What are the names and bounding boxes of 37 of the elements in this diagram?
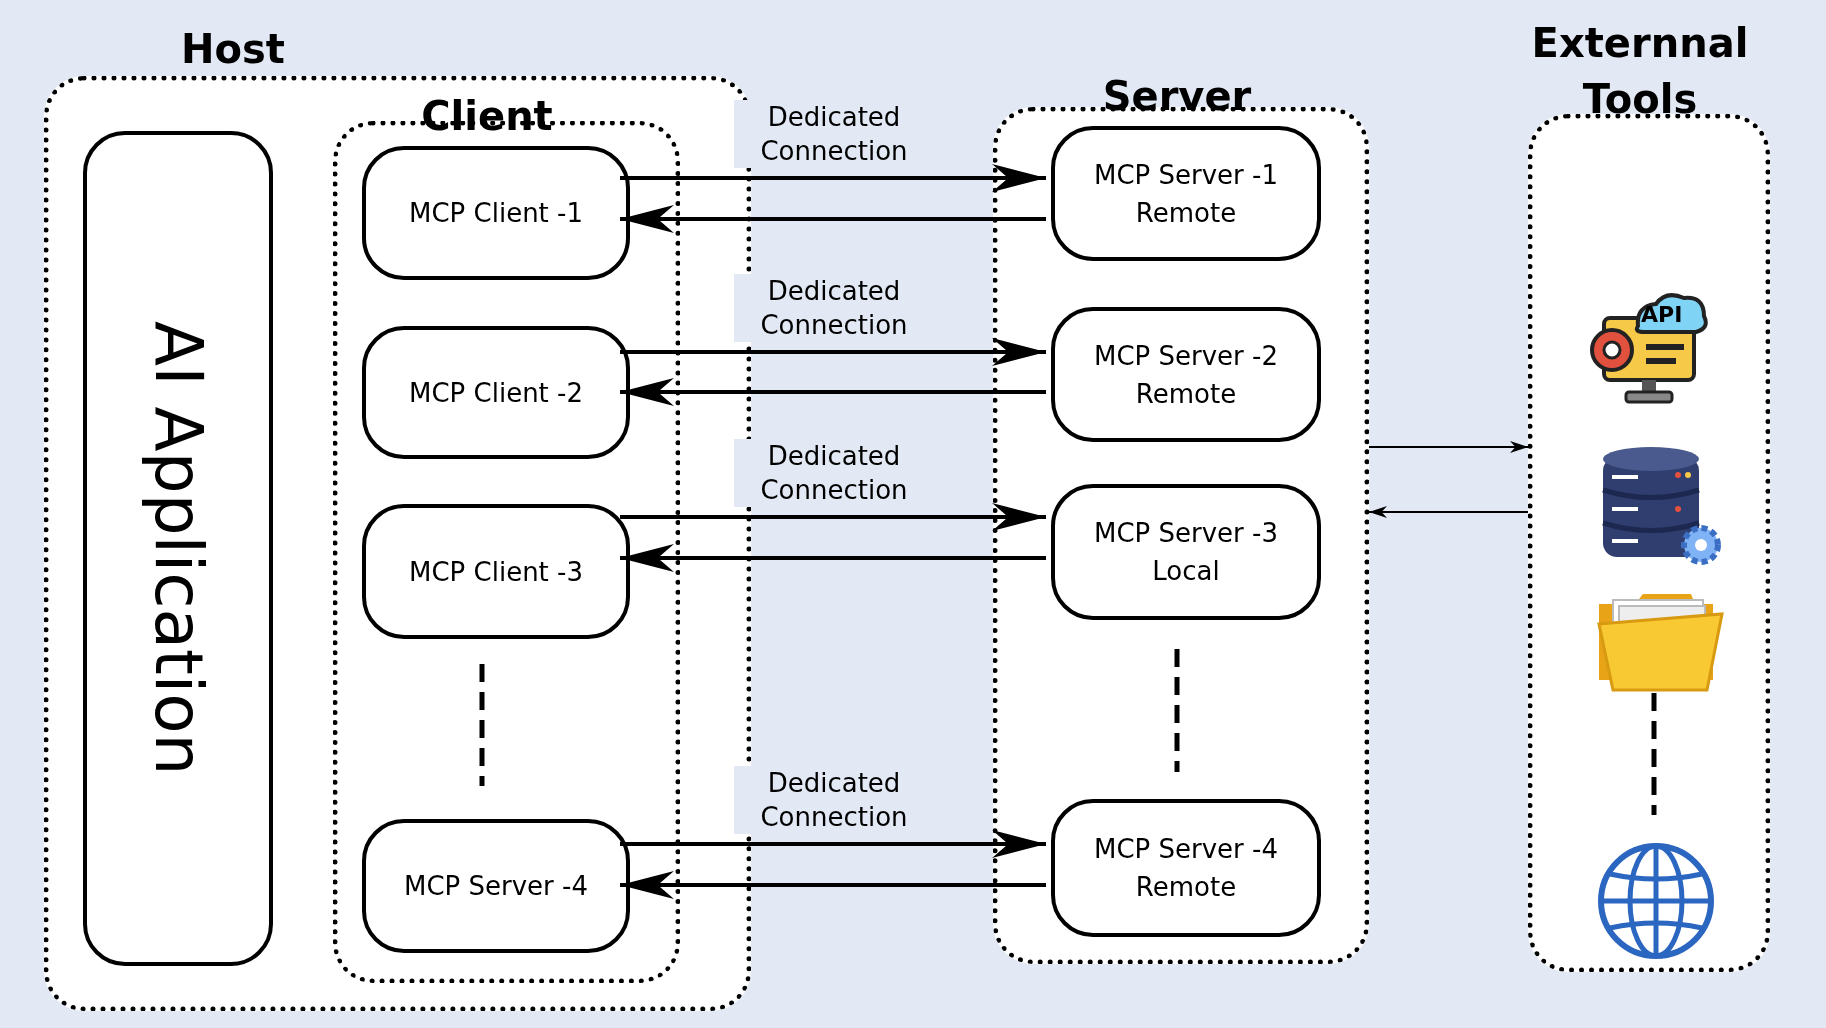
process-box	[1051, 307, 1321, 442]
process-box	[362, 326, 630, 459]
node-label: MCP Server -4	[404, 870, 588, 903]
node-label: MCP Server -2	[1094, 339, 1278, 373]
node-label: MCP Client -3	[409, 555, 583, 589]
node-label: Remote	[1135, 377, 1237, 411]
node-label: Local	[1152, 555, 1220, 588]
node-label: Remote	[1135, 196, 1237, 230]
vertical-label: AI Application	[143, 321, 213, 776]
process-box	[362, 146, 630, 280]
arrow	[620, 544, 1046, 572]
arrow	[620, 338, 1046, 366]
process-box	[362, 504, 630, 639]
process-box	[1051, 484, 1321, 620]
group-title: Externnal Tools	[1530, 19, 1750, 124]
process-box	[362, 819, 630, 953]
process-box	[1051, 126, 1321, 261]
node-label: MCP Server -4	[1094, 833, 1278, 866]
node-label: Remote	[1135, 871, 1237, 904]
arrow	[620, 378, 1046, 406]
arrow	[1368, 441, 1529, 453]
group-title: Client	[420, 92, 554, 141]
process-box	[1051, 799, 1321, 937]
arrow	[620, 871, 1046, 899]
node-label: MCP Server -1	[1094, 158, 1278, 192]
arrow	[620, 830, 1046, 858]
group-title: Server	[1101, 72, 1253, 121]
arrow	[620, 503, 1046, 531]
group-title: Host	[180, 25, 286, 74]
arrow	[620, 205, 1046, 233]
node-label: MCP Server -3	[1094, 517, 1278, 550]
application-box	[83, 131, 273, 966]
api-label: API	[1641, 302, 1683, 328]
node-label: MCP Client -2	[409, 376, 583, 410]
arrow	[1368, 506, 1529, 518]
arrow	[620, 164, 1046, 192]
node-label: MCP Client -1	[409, 197, 583, 230]
